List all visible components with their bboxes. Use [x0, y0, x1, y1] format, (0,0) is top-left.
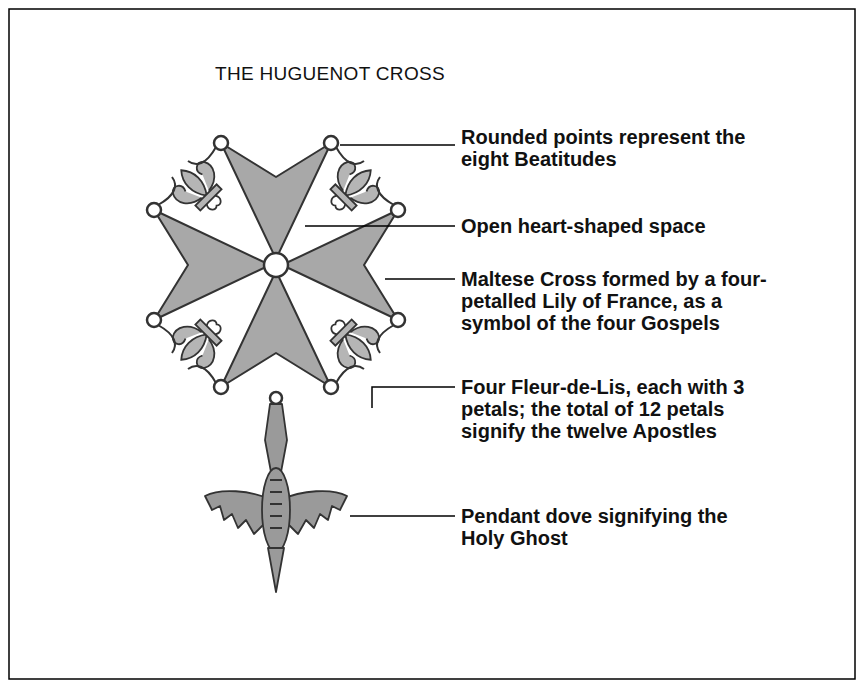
callout-label: Maltese Cross formed by a four-petalled … [461, 268, 771, 334]
callout-label: Four Fleur-de-Lis, each with 3 petals; t… [461, 376, 771, 442]
diagram-title-slot: THE HUGUENOT CROSS [215, 63, 445, 85]
callout-label-slot: Pendant dove signifying the Holy Ghost [461, 505, 771, 549]
diagram-title: THE HUGUENOT CROSS [215, 63, 445, 85]
frame-border [9, 9, 855, 679]
dove-pendant [205, 404, 347, 592]
callout-label: Open heart-shaped space [461, 215, 771, 237]
callout-label-slot: Rounded points represent the eight Beati… [461, 126, 771, 170]
callout-label: Rounded points represent the eight Beati… [461, 126, 771, 170]
callout-label: Pendant dove signifying the Holy Ghost [461, 505, 771, 549]
leader-lines [305, 145, 455, 516]
callout-label-slot: Maltese Cross formed by a four-petalled … [461, 268, 771, 334]
callout-label-slot: Four Fleur-de-Lis, each with 3 petals; t… [461, 376, 771, 442]
callout-label-slot: Open heart-shaped space [461, 215, 771, 237]
huguenot-cross [147, 136, 405, 404]
